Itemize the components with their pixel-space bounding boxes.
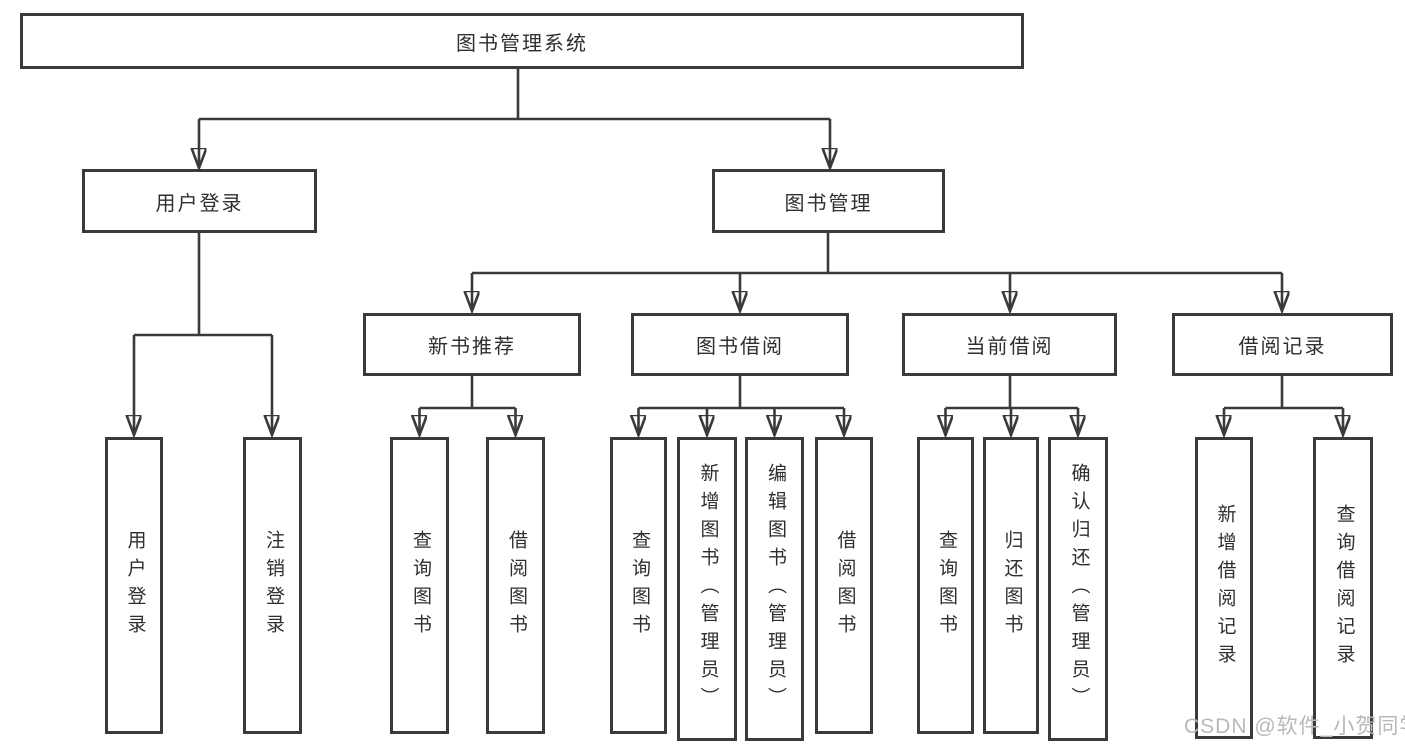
- node-book-borrow: 图书借阅: [631, 313, 849, 376]
- leaf-logout: 注销登录: [243, 437, 302, 734]
- leaf-label: 新增借阅记录: [1214, 504, 1236, 672]
- node-current-borrow: 当前借阅: [902, 313, 1117, 376]
- leaf-edit-books-admin: 编辑图书（管理员）: [745, 437, 804, 741]
- leaf-return-books: 归还图书: [983, 437, 1039, 734]
- node-label: 用户登录: [155, 192, 244, 215]
- leaf-label: 确认归还（管理员）: [1068, 463, 1090, 715]
- node-root-library-system: 图书管理系统: [20, 13, 1024, 69]
- leaf-label: 查询图书: [935, 529, 957, 642]
- leaf-confirm-return-admin: 确认归还（管理员）: [1048, 437, 1108, 741]
- leaf-label: 用户登录: [124, 529, 146, 642]
- node-new-book-recommend: 新书推荐: [363, 313, 581, 376]
- leaf-query-borrow-record: 查询借阅记录: [1313, 437, 1373, 739]
- leaf-label: 借阅图书: [505, 529, 527, 642]
- leaf-label: 借阅图书: [834, 529, 856, 642]
- node-borrow-records: 借阅记录: [1172, 313, 1393, 376]
- leaf-label: 查询图书: [409, 529, 431, 642]
- leaf-label: 归还图书: [1001, 529, 1023, 642]
- leaf-query-books-borrow: 查询图书: [610, 437, 667, 734]
- leaf-borrow-books: 借阅图书: [815, 437, 873, 734]
- node-label: 新书推荐: [428, 336, 516, 358]
- node-book-management: 图书管理: [712, 169, 945, 233]
- leaf-query-books-current: 查询图书: [917, 437, 974, 734]
- leaf-add-books-admin: 新增图书（管理员）: [677, 437, 737, 741]
- node-label: 图书管理: [784, 192, 873, 215]
- node-label: 借阅记录: [1238, 336, 1327, 358]
- leaf-label: 编辑图书（管理员）: [764, 463, 786, 715]
- leaf-borrow-books-recommend: 借阅图书: [486, 437, 545, 734]
- node-user-login: 用户登录: [82, 169, 317, 233]
- leaf-label: 新增图书（管理员）: [697, 463, 719, 715]
- node-label: 当前借阅: [965, 336, 1054, 358]
- leaf-user-login: 用户登录: [105, 437, 163, 734]
- leaf-query-books-recommend: 查询图书: [390, 437, 449, 734]
- leaf-label: 查询图书: [628, 529, 650, 642]
- leaf-add-borrow-record: 新增借阅记录: [1195, 437, 1253, 739]
- leaf-label: 查询借阅记录: [1333, 504, 1355, 672]
- node-label: 图书管理系统: [456, 32, 588, 55]
- node-label: 图书借阅: [696, 336, 784, 358]
- csdn-watermark: CSDN @软件_小贺同学: [1184, 715, 1405, 738]
- leaf-label: 注销登录: [262, 529, 284, 642]
